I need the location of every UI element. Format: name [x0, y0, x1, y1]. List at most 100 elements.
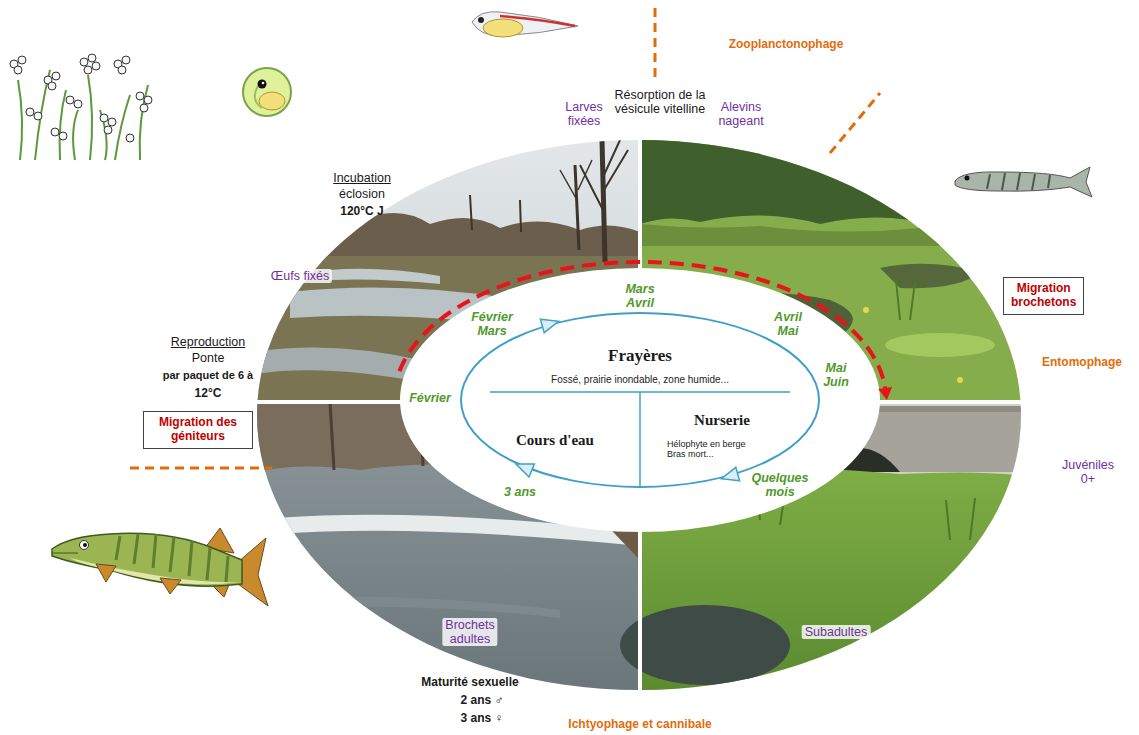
larva-drawing-part	[483, 19, 523, 37]
season-ellipse-fill	[400, 268, 880, 532]
photo-wet-meadow-part-part	[957, 377, 963, 383]
stage-separator-part	[130, 467, 272, 470]
adult-pike-drawing-part	[52, 553, 78, 554]
habitat-ellipse-outline	[461, 313, 819, 487]
eggs-on-grass-part-part	[144, 96, 152, 104]
stage-separator-part	[830, 93, 880, 153]
duration-label: 3 ans	[504, 485, 536, 499]
migration-box: Migration brochetons	[1003, 277, 1084, 315]
egg-drawing-part	[259, 92, 285, 110]
juvenile-pike-drawing-part-part	[1017, 173, 1020, 190]
migration-label: Migration brochetons	[1011, 282, 1076, 310]
eggs-on-grass-part-part	[118, 66, 126, 74]
eggs-on-grass-part-part	[48, 82, 56, 90]
adult-pike-drawing-part	[96, 564, 116, 582]
photo-flood-field-part-part	[560, 160, 592, 200]
juvenile-pike-drawing-part-part	[1032, 174, 1035, 190]
habitat-description: Fossé, prairie inondable, zone humide...	[551, 374, 729, 385]
photo-wet-meadow-part	[880, 264, 980, 288]
migration-box: Migration des géniteurs	[143, 411, 253, 449]
stage-label: Subadultes	[802, 625, 871, 639]
photo-river-part	[255, 597, 560, 618]
photo-bridge-part	[620, 605, 790, 685]
habitat-divider	[639, 392, 641, 487]
juvenile-pike-drawing-part	[965, 176, 970, 181]
stage-separator-part	[654, 8, 657, 82]
stage-heading: Reproduction	[171, 335, 245, 349]
stage-value: 2 ans ♂	[460, 693, 503, 707]
adult-pike-drawing-part	[116, 534, 228, 582]
diet-label: Entomophage	[1042, 355, 1122, 369]
adult-pike-drawing-part	[80, 541, 89, 550]
diet-label: Zooplanctonophage	[729, 37, 844, 51]
stage-label: Juvéniles 0+	[1062, 458, 1114, 486]
cycle-arrowhead	[878, 387, 892, 400]
eggs-on-grass-part-part	[66, 96, 74, 104]
egg-drawing	[243, 68, 291, 116]
egg-drawing-part	[262, 82, 265, 85]
habitat-ellipse-shape	[460, 312, 820, 488]
eggs-on-grass	[10, 54, 152, 160]
migration-label: Migration des géniteurs	[151, 416, 245, 444]
adult-pike-drawing-part	[160, 578, 181, 594]
eggs-on-grass-part-part	[34, 112, 42, 120]
stage-note: Ponte	[192, 351, 225, 365]
juvenile-pike-drawing-part	[955, 167, 1092, 197]
juvenile-pike-drawing-part-part	[1048, 175, 1050, 188]
stage-note: par paquet de 6 à	[163, 369, 253, 381]
larva-drawing-part	[478, 17, 484, 23]
month-label: Mai Juin	[823, 361, 849, 389]
eggs-on-grass-part-part	[84, 66, 92, 74]
cycle-direction-triangle	[513, 458, 534, 477]
habitat-title: Frayères	[608, 346, 672, 366]
adult-pike-drawing-part	[83, 543, 87, 547]
eggs-on-grass-part-part	[140, 104, 148, 112]
egg-drawing-part	[258, 80, 267, 89]
adult-pike-drawing-part	[52, 533, 242, 586]
season-ellipse: Février MarsMars AvrilAvril MaiMai JuinF…	[400, 268, 880, 532]
photo-dividers	[250, 130, 1030, 700]
habitat-title: Nurserie	[694, 412, 750, 429]
cycle-direction-triangle	[719, 467, 739, 485]
eggs-on-grass-part-part	[126, 134, 134, 142]
adult-pike-drawing-part-part	[116, 534, 228, 582]
eggs-on-grass-part-part	[18, 70, 148, 160]
stage-value: 120°C J	[340, 204, 384, 218]
habitat-title: Cours d'eau	[516, 432, 594, 449]
eggs-on-grass-part-part	[14, 66, 22, 74]
photo-flood-field-part	[255, 210, 640, 262]
stage-label: Larves fixées	[565, 100, 603, 128]
diet-label: Ichtyophage et cannibale	[568, 717, 711, 731]
eggs-on-grass-part-part	[18, 56, 26, 64]
eggs-on-grass-part-part	[136, 92, 144, 100]
stage-note: Résorption de la vésicule vitelline	[608, 88, 712, 116]
stage-label: Œufs fixés	[268, 269, 332, 283]
eggs-on-grass-part-part	[100, 114, 108, 122]
eggs-on-grass-part-part	[80, 58, 88, 66]
stage-value: 12°C	[195, 386, 222, 400]
photo-wet-meadow-part	[885, 333, 995, 357]
egg-drawing-part	[255, 86, 262, 108]
juvenile-pike-drawing-part	[987, 173, 1050, 190]
duration-label: Quelques mois	[752, 471, 809, 499]
photo-flood-field-part	[330, 269, 440, 284]
eggs-on-grass-part-part	[59, 132, 67, 140]
egg-drawing-part	[243, 68, 291, 116]
eggs-on-grass-part-part	[92, 62, 100, 70]
juvenile-pike-drawing-part-part	[1002, 173, 1005, 190]
month-label: Mars Avril	[625, 282, 654, 310]
adult-pike-drawing	[52, 528, 268, 606]
stage-heading: Incubation	[333, 171, 391, 185]
stage-label: Brochets adultes	[442, 618, 497, 646]
month-label: Février Mars	[471, 310, 513, 338]
eggs-on-grass-part-part	[122, 56, 130, 64]
habitat-description: Hélophyte en berge Bras mort...	[667, 439, 763, 459]
juvenile-pike-drawing	[955, 167, 1092, 197]
habitat-ellipse: FrayèresFossé, prairie inondable, zone h…	[460, 312, 820, 488]
cycle-direction-triangle	[540, 315, 560, 333]
larva-drawing	[472, 12, 578, 37]
photo-wet-meadow-part-part	[863, 307, 869, 313]
photo-flood-field-part-part	[580, 140, 628, 210]
eggs-on-grass-part-part	[108, 118, 116, 126]
